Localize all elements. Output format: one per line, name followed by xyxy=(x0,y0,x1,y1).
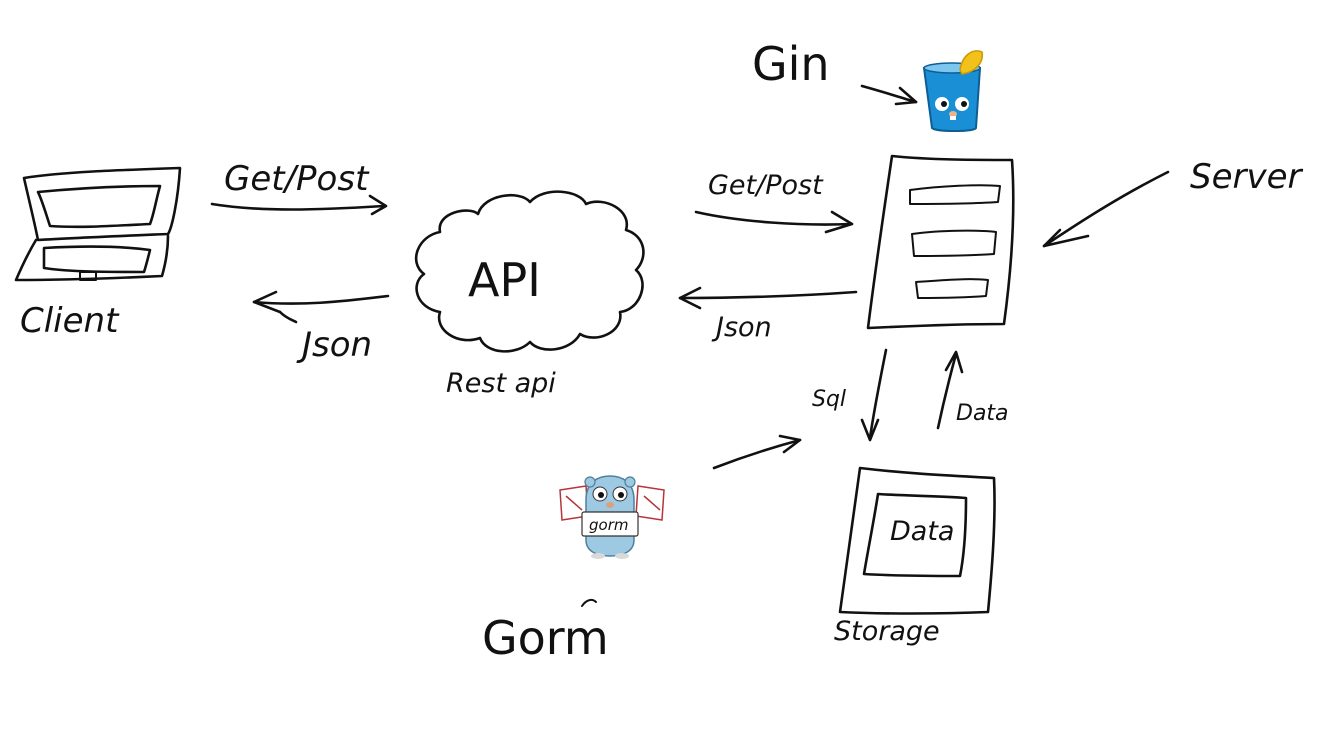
storage-label: Storage xyxy=(834,616,940,647)
arrow-server-label xyxy=(1042,170,1170,248)
edge-label-storage-to-server: Data xyxy=(956,401,1009,426)
client-label: Client xyxy=(20,301,120,341)
gorm-gopher-icon xyxy=(559,475,665,559)
edge-label-server-to-storage: Sql xyxy=(812,387,846,412)
gorm-badge-text: gorm xyxy=(589,516,628,534)
gorm-label: Gorm xyxy=(482,611,609,665)
arrow-api-to-client xyxy=(252,290,390,324)
api-caption: Rest api xyxy=(446,368,556,399)
gin-label: Gin xyxy=(752,37,830,91)
arrow-storage-to-server xyxy=(936,350,964,430)
gin-glass-icon xyxy=(922,50,984,132)
arrow-gorm-to-storage xyxy=(712,434,802,470)
client-laptop-icon xyxy=(14,166,182,282)
arrow-gin-label xyxy=(860,84,918,106)
server-label: Server xyxy=(1190,157,1304,197)
storage-box-icon xyxy=(838,466,996,615)
arrow-api-to-server xyxy=(694,210,854,234)
arrow-server-to-api xyxy=(678,286,858,310)
edge-label-server-to-api: Json xyxy=(711,312,772,343)
edge-label-api-to-client: Json xyxy=(296,325,372,365)
api-label: API xyxy=(468,253,541,307)
edge-label-client-to-api: Get/Post xyxy=(224,159,370,199)
arrow-client-to-api xyxy=(210,194,388,216)
server-rack-icon xyxy=(866,154,1015,330)
gorm-accent-mark xyxy=(581,598,597,607)
edge-label-api-to-server: Get/Post xyxy=(708,170,824,201)
storage-inner-label: Data xyxy=(890,516,954,547)
api-cloud-icon xyxy=(414,190,645,353)
arrow-server-to-storage xyxy=(860,348,888,442)
